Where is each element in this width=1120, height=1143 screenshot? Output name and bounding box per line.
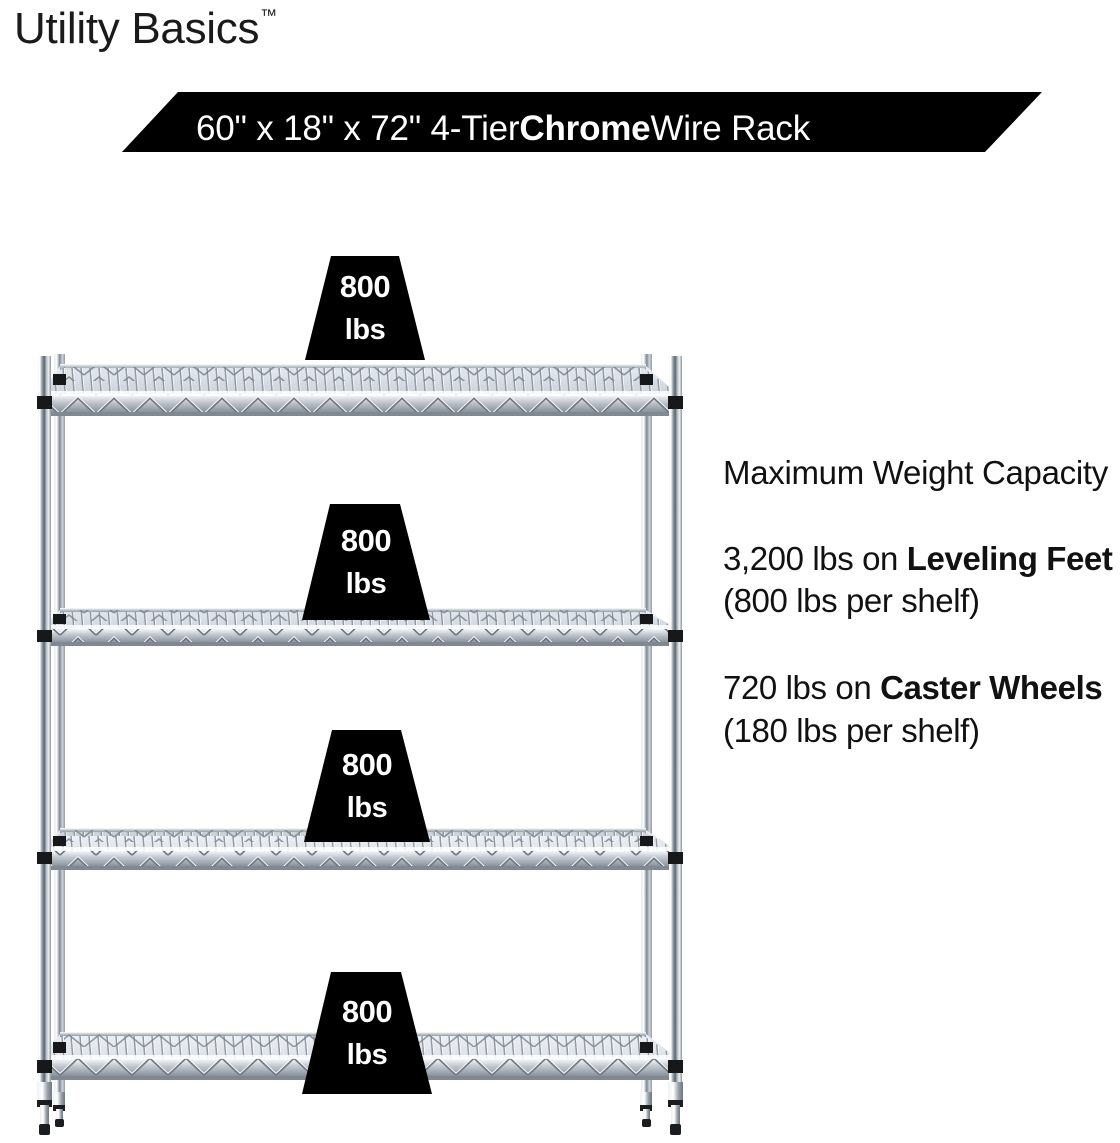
front-posts <box>38 356 682 1086</box>
shelf-tier-1 <box>38 364 682 416</box>
weight-badge-shelf-1: 800 lbs <box>305 256 425 360</box>
caster-detail: (180 lbs per shelf) <box>723 712 980 750</box>
badge-trapezoid <box>302 504 430 620</box>
weight-badge-shelf-4: 800 lbs <box>302 972 432 1094</box>
brand-logo: Utility Basics™ <box>14 4 277 54</box>
banner-emphasis: Chrome <box>519 108 651 148</box>
badge-unit: lbs <box>344 314 386 347</box>
leveling-feet-capacity: 3,200 lbs on Leveling Feet (800 lbs per … <box>723 538 1120 624</box>
badge-value: 800 <box>341 993 393 1029</box>
badge-unit: lbs <box>346 1039 388 1072</box>
badge-trapezoid <box>304 730 430 842</box>
badge-trapezoid <box>302 972 432 1094</box>
badge-value: 800 <box>340 522 392 558</box>
brand-name: Utility Basics <box>14 4 260 53</box>
caster-total: 720 lbs on <box>723 669 881 707</box>
badge-text: 800 lbs <box>302 504 430 620</box>
caster-label: Caster Wheels <box>880 669 1103 707</box>
badge-unit: lbs <box>345 568 387 601</box>
leveling-total: 3,200 lbs on <box>723 539 907 577</box>
banner-shape <box>122 92 1042 152</box>
badge-unit: lbs <box>346 792 388 825</box>
leveling-feet <box>37 1082 683 1135</box>
post-collars <box>37 374 683 1073</box>
banner-title: 60" x 18" x 72" 4-Tier Chrome Wire Rack <box>0 92 1120 164</box>
badge-trapezoid <box>305 256 425 360</box>
badge-text: 800 lbs <box>304 730 430 842</box>
capacity-copy: Maximum Weight Capacity 3,200 lbs on Lev… <box>723 452 1120 753</box>
badge-value: 800 <box>339 268 391 304</box>
title-banner: 60" x 18" x 72" 4-Tier Chrome Wire Rack <box>0 92 1120 164</box>
banner-suffix: Wire Rack <box>650 108 811 148</box>
caster-wheels-capacity: 720 lbs on Caster Wheels (180 lbs per sh… <box>723 667 1120 753</box>
weight-badge-shelf-2: 800 lbs <box>302 504 430 620</box>
badge-text: 800 lbs <box>305 256 425 360</box>
badge-value: 800 <box>341 746 393 782</box>
leveling-detail: (800 lbs per shelf) <box>723 582 980 620</box>
capacity-heading: Maximum Weight Capacity <box>723 454 1108 491</box>
weight-badge-shelf-3: 800 lbs <box>304 730 430 842</box>
banner-dimensions: 60" x 18" x 72" 4-Tier <box>196 108 520 148</box>
badge-text: 800 lbs <box>302 972 432 1094</box>
trademark-symbol: ™ <box>260 6 277 25</box>
rear-posts <box>54 354 652 1096</box>
leveling-label: Leveling Feet <box>906 539 1113 577</box>
